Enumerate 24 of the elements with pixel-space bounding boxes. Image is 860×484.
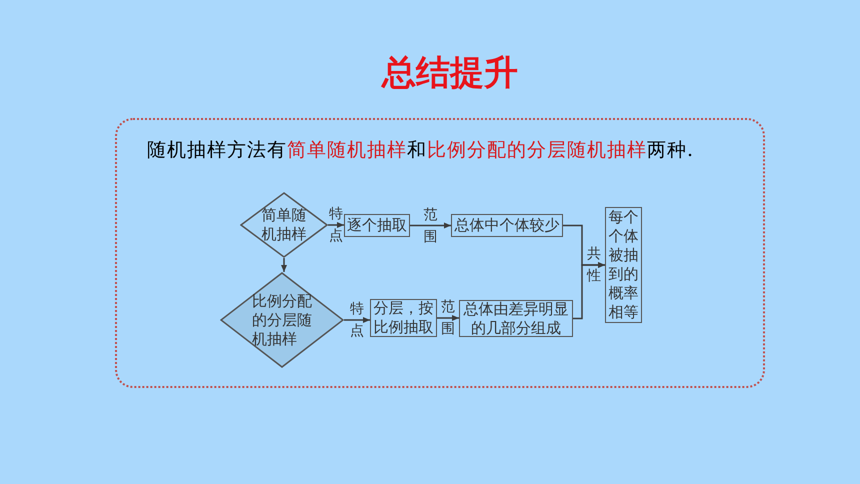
summary-panel: [115, 118, 765, 388]
node-text: 分层，按比例抽取: [374, 299, 434, 337]
decision-diamond: [220, 272, 344, 368]
node-text: 总体中个体较少: [454, 216, 560, 235]
title: 总结提升: [380, 52, 519, 95]
arrow: [281, 258, 287, 272]
arrow: [344, 317, 370, 323]
edge-label: 共性: [586, 245, 602, 286]
arrow: [328, 222, 344, 228]
arrow: [410, 222, 451, 228]
edge-label: 特点: [349, 300, 365, 341]
edge-label: 范围: [440, 298, 456, 339]
node-text: 简单随机抽样: [262, 206, 306, 244]
process-box: [451, 214, 563, 237]
node-text: 总体由差异明显的几部分组成: [464, 300, 568, 338]
node-text: 每个个体被抽到的概率相等: [608, 208, 638, 322]
node-text: 逐个抽取: [347, 216, 407, 235]
edge-label: 特点: [328, 205, 344, 246]
decision-diamond: [240, 192, 328, 258]
summary-sentence: 随机抽样方法有简单随机抽样和比例分配的分层随机抽样两种.: [147, 138, 694, 163]
arrow: [437, 315, 459, 321]
node-text: 比例分配的分层随机抽样: [252, 292, 312, 348]
arrow: [573, 262, 605, 320]
edge-label: 范围: [422, 206, 438, 246]
